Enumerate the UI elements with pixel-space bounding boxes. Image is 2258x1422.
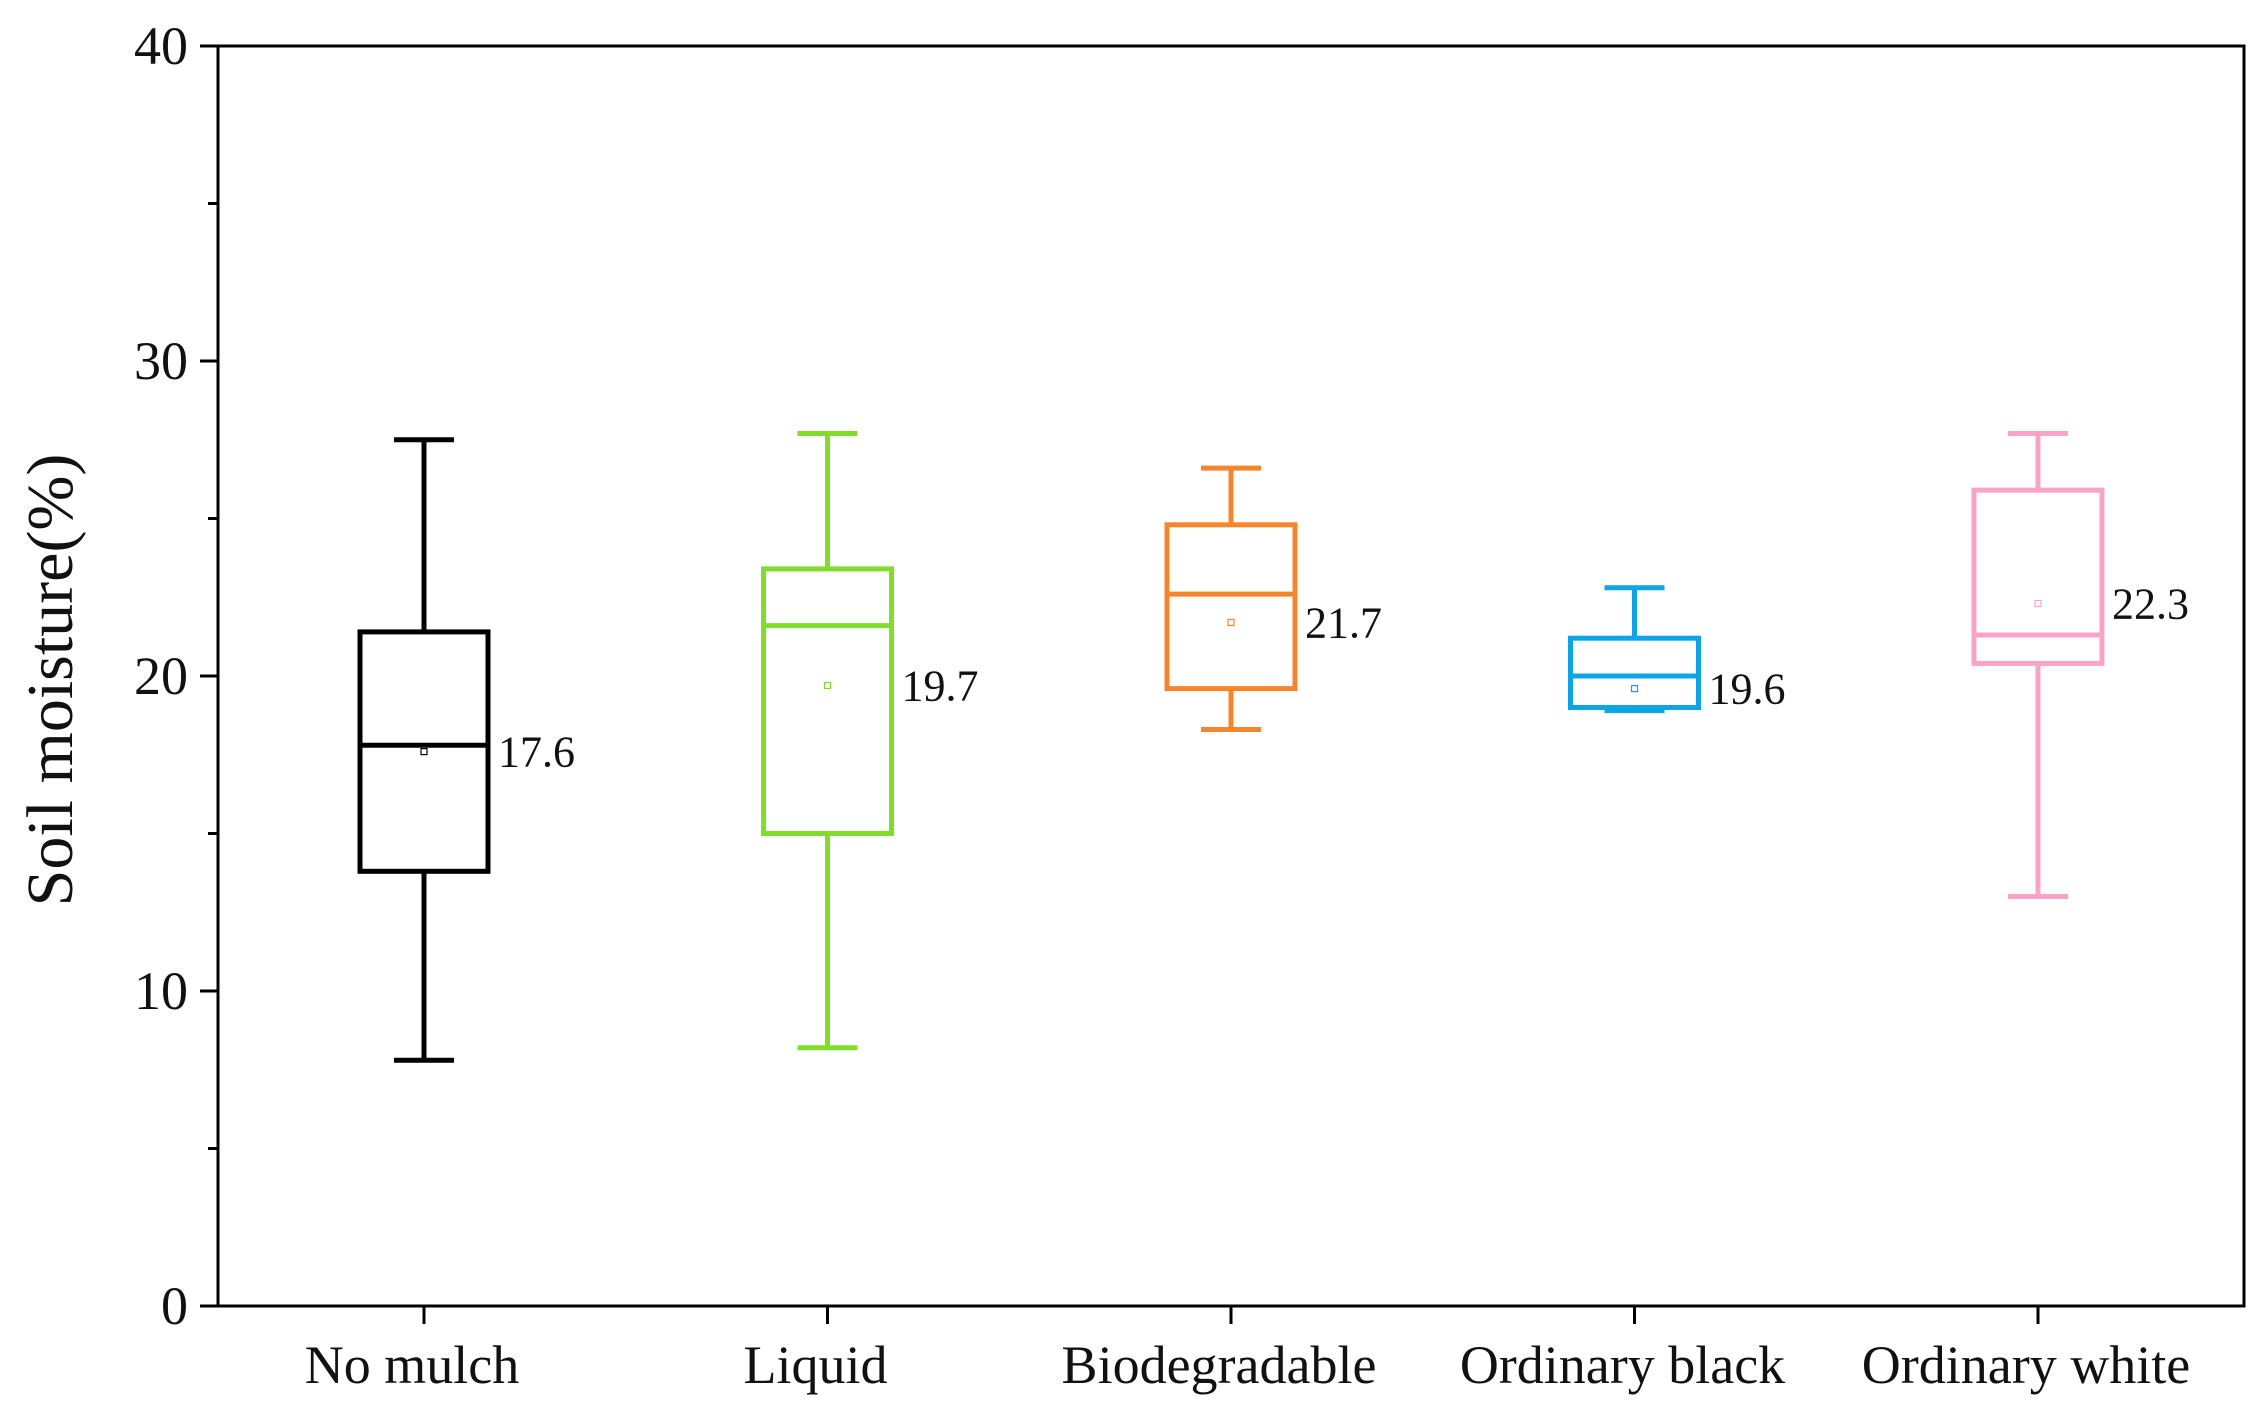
x-category-label: Ordinary black [1460, 1335, 1785, 1395]
iqr-box [357, 629, 491, 874]
mean-marker [1227, 618, 1235, 627]
box-ordinary-white: 22.3 [1971, 430, 2189, 899]
mean-value-label: 22.3 [2112, 580, 2189, 629]
y-tick-label: 0 [161, 1276, 188, 1336]
mean-value-label: 19.7 [902, 661, 979, 710]
box-ordinary-black: 19.6 [1568, 585, 1786, 714]
mean-marker [823, 681, 832, 690]
mean-value-label: 21.7 [1305, 598, 1382, 647]
y-tick-label: 10 [134, 961, 188, 1021]
iqr-box [761, 566, 894, 837]
iqr-box [1568, 635, 1701, 711]
x-category-label: Ordinary white [1862, 1335, 2190, 1395]
mean-value-label: 19.6 [1709, 665, 1786, 714]
y-tick-label: 20 [134, 646, 188, 706]
mean-value-label: 17.6 [498, 728, 575, 777]
boxes-group: 17.6 19.7 21.7 19.6 22.3 [357, 430, 2189, 1063]
x-category-label: Biodegradable [1062, 1335, 1377, 1395]
plot-frame-group [216, 44, 2246, 1308]
iqr-box [1971, 487, 2105, 666]
y-tick-label: 40 [134, 16, 188, 76]
mean-marker [420, 747, 428, 756]
box-biodegradable: 21.7 [1164, 465, 1382, 733]
x-category-label: No mulch [305, 1335, 519, 1395]
box-no-mulch: 17.6 [357, 437, 575, 1063]
y-axis: 0 10 20 30 40 [134, 16, 218, 1336]
x-category-label: Liquid [744, 1335, 888, 1395]
plot-frame [216, 44, 2246, 1308]
x-axis: No mulch Liquid Biodegradable Ordinary blac… [305, 1306, 2190, 1395]
mean-marker [2034, 599, 2042, 608]
mean-marker [1630, 684, 1639, 693]
box-liquid: 19.7 [761, 430, 979, 1051]
iqr-box [1164, 522, 1298, 692]
y-axis-title: Soil moisture(%) [14, 454, 87, 907]
y-tick-label: 30 [134, 331, 188, 391]
